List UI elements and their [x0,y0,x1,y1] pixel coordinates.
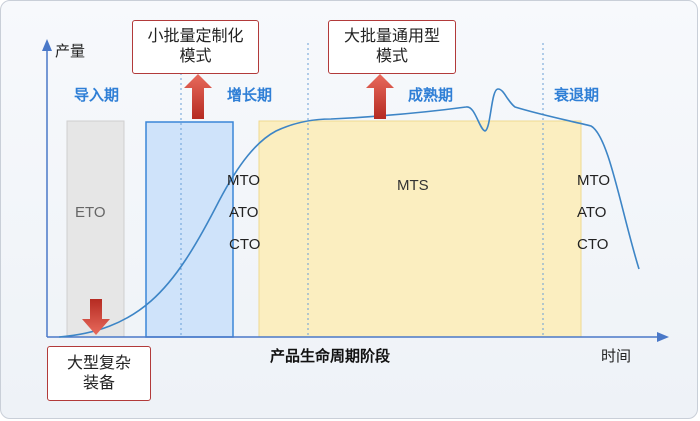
x-axis-arrowhead [657,332,669,342]
complex-equipment-callout-line2: 装备 [82,374,115,392]
decline-mode-mto: MTO [577,172,610,189]
phase-label-decline: 衰退期 [553,86,599,104]
small-batch-arrow [184,74,212,119]
complex-equipment-callout-line1: 大型复杂 [66,354,131,372]
large-batch-arrow [366,74,394,119]
growth-zone [145,121,234,338]
decline-mode-ato: ATO [577,204,606,221]
complex-equipment-callout: 大型复杂 装备 [47,346,151,401]
large-batch-callout-line1: 大批量通用型 [343,28,440,45]
small-batch-callout-line1: 小批量定制化 [147,28,244,45]
growth-mode-cto: CTO [229,236,260,253]
decline-mode-cto: CTO [577,236,608,253]
eto-label: ETO [75,204,106,221]
x-axis-label: 时间 [601,348,631,365]
small-batch-callout-line2: 模式 [179,48,212,65]
large-batch-callout: 大批量通用型 模式 [328,20,456,74]
small-batch-callout: 小批量定制化 模式 [132,20,259,74]
mts-label: MTS [397,177,429,194]
y-axis-label: 产量 [55,43,85,60]
complex-equipment-arrow [82,299,110,335]
phase-label-intro: 导入期 [74,86,119,104]
growth-mode-mto: MTO [227,172,260,189]
lifecycle-curve [58,88,640,338]
x-axis-title: 产品生命周期阶段 [270,347,390,365]
y-axis-arrowhead [42,39,52,51]
mts-zone [258,120,582,338]
phase-label-mature: 成熟期 [408,86,453,104]
large-batch-callout-line2: 模式 [375,48,408,65]
growth-mode-ato: ATO [229,204,258,221]
phase-label-growth: 增长期 [227,86,272,104]
